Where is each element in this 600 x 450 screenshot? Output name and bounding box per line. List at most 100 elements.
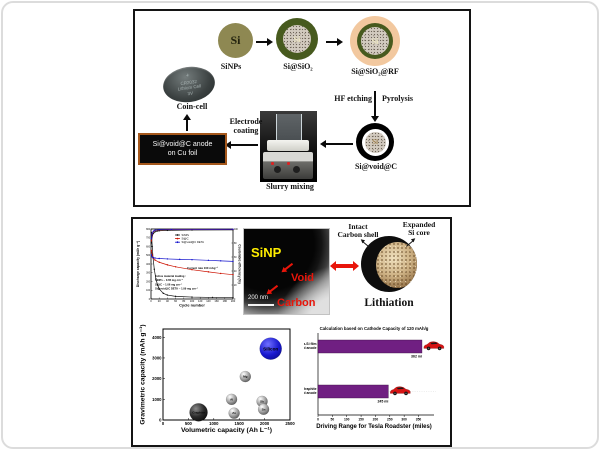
tem-image: SiNP Void Carbon 200 nm [243, 228, 330, 315]
svg-text:Active material loading :: Active material loading : [155, 274, 186, 278]
svg-text:600: 600 [146, 246, 151, 248]
svg-text:350: 350 [416, 418, 422, 422]
svg-text:362 mi: 362 mi [411, 355, 422, 359]
svg-text:400: 400 [146, 264, 151, 266]
arrow-left-icon [225, 141, 258, 149]
svg-text:0: 0 [162, 421, 165, 426]
svg-text:Gravimetric capacity (mAh g⁻¹): Gravimetric capacity (mAh g⁻¹) [140, 324, 147, 424]
scale-bar [248, 304, 274, 306]
svg-text:200: 200 [373, 418, 379, 422]
pyrolysis-label: Pyrolysis [382, 94, 413, 103]
expanded-si-core [376, 242, 417, 288]
scale-bar-label: 200 nm [248, 295, 269, 301]
driving-range-chart: Calculation based on Cathode Capacity of… [304, 323, 445, 442]
lithiation-caption: Lithiation [364, 297, 414, 309]
svg-text:250: 250 [387, 418, 393, 422]
knob [274, 166, 281, 173]
svg-text:Sn: Sn [262, 407, 266, 411]
si-core: Si [364, 131, 386, 153]
svg-text:60: 60 [174, 299, 177, 303]
svg-text:800: 800 [146, 229, 151, 231]
svg-text:180: 180 [223, 299, 228, 303]
si-core: Si [361, 27, 389, 55]
hotplate [267, 140, 309, 151]
svg-text:50: 50 [331, 418, 335, 422]
electrode-coating-line2: coating [233, 125, 259, 135]
svg-text:160: 160 [214, 299, 219, 303]
svg-text:Graphite: Graphite [304, 387, 317, 391]
expanded-si-core-label: Expanded Si core [395, 220, 443, 238]
svg-text:0: 0 [317, 418, 319, 422]
svg-text:Si@C: Si@C [182, 237, 189, 241]
coin-cell: + CR2032 Lithium Cell 3V [160, 63, 218, 106]
svg-text:300: 300 [146, 273, 151, 275]
svg-text:40: 40 [166, 299, 169, 303]
arrow-right-icon [326, 38, 343, 46]
svg-text:0: 0 [150, 299, 152, 303]
svg-text:SiNPs ~ 0.65 mg cm⁻²: SiNPs ~ 0.65 mg cm⁻² [155, 278, 183, 282]
svg-text:20: 20 [158, 299, 161, 303]
void-label: Void [291, 272, 315, 284]
svg-text:3000: 3000 [152, 355, 162, 360]
si-sio2-particle: Si [276, 18, 318, 60]
si-symbol: Si [371, 36, 379, 46]
svg-text:100: 100 [344, 418, 350, 422]
expanded-line1: Expanded [402, 220, 436, 229]
intact-line1: Intact [348, 222, 368, 231]
svg-text:4000: 4000 [152, 335, 162, 340]
intact-carbon-shell-label: Intact Carbon shell [333, 222, 383, 240]
si-symbol: Si [230, 33, 241, 47]
svg-text:SiNPs: SiNPs [182, 233, 190, 237]
svg-text:500: 500 [185, 421, 193, 426]
svg-text:Si@void@C DETA ~ 1.09 mg cm⁻²: Si@void@C DETA ~ 1.09 mg cm⁻² [155, 287, 198, 291]
svg-text:Mg: Mg [243, 375, 247, 379]
sinp-caption: SiNPs [220, 62, 242, 71]
si-sio2-rf-caption: Si@SiO₂@RF [351, 67, 399, 76]
beaker [276, 114, 302, 142]
si-sio2-caption: Si@SiO₂ [283, 62, 313, 71]
si-void-c-caption: Si@void@C [354, 162, 397, 171]
svg-text:500: 500 [146, 255, 151, 257]
coin-cell-caption: Coin-cell [176, 102, 208, 111]
svg-text:100: 100 [234, 229, 239, 231]
svg-text:150: 150 [358, 418, 364, 422]
svg-text:Al: Al [230, 397, 233, 401]
svg-text:0: 0 [159, 418, 162, 423]
svg-text:Si@void@C DETA: Si@void@C DETA [182, 240, 205, 244]
svg-text:Sb: Sb [260, 399, 264, 403]
svg-text:Volumetric capacity (Ah L⁻¹): Volumetric capacity (Ah L⁻¹) [181, 427, 272, 434]
svg-text:60: 60 [234, 257, 237, 259]
svg-text:2000: 2000 [152, 376, 162, 381]
indicator-light [271, 162, 274, 165]
svg-text:100: 100 [190, 299, 195, 303]
svg-text:200: 200 [146, 281, 151, 283]
svg-text:20: 20 [234, 285, 237, 287]
svg-text:based anode: based anode [304, 346, 317, 350]
expanded-line2: Si core [408, 228, 430, 238]
electrode-coating-label: Electrode coating [218, 117, 274, 136]
intact-line2: Carbon shell [337, 230, 379, 240]
si-sio2-rf-particle: Si [350, 16, 400, 66]
svg-text:40: 40 [234, 271, 237, 273]
svg-text:80: 80 [234, 243, 237, 245]
svg-text:2000: 2000 [260, 421, 270, 426]
si-void-c-particle: Si [356, 123, 394, 161]
anode-box-line2: on Cu foil [167, 150, 198, 157]
arrow-right-icon [256, 38, 273, 46]
sinp-core-label: SiNP [251, 245, 282, 260]
electrode-coating-line1: Electrode [229, 117, 263, 126]
svg-text:Calculation based on Cathode C: Calculation based on Cathode Capacity of… [320, 326, 429, 331]
si-core: Si [283, 25, 311, 53]
svg-text:0: 0 [234, 299, 236, 301]
arrow-down-icon [371, 91, 379, 122]
svg-text:Coulombic efficiency (%): Coulombic efficiency (%) [238, 244, 241, 283]
svg-text:Current rate 100 mAg⁻¹: Current rate 100 mAg⁻¹ [187, 266, 218, 270]
svg-text:Silicon: Silicon [263, 346, 278, 351]
svg-text:700: 700 [146, 238, 151, 240]
svg-text:120: 120 [198, 299, 203, 303]
svg-text:Driving Range for Tesla Roadst: Driving Range for Tesla Roadster (miles) [316, 424, 432, 430]
